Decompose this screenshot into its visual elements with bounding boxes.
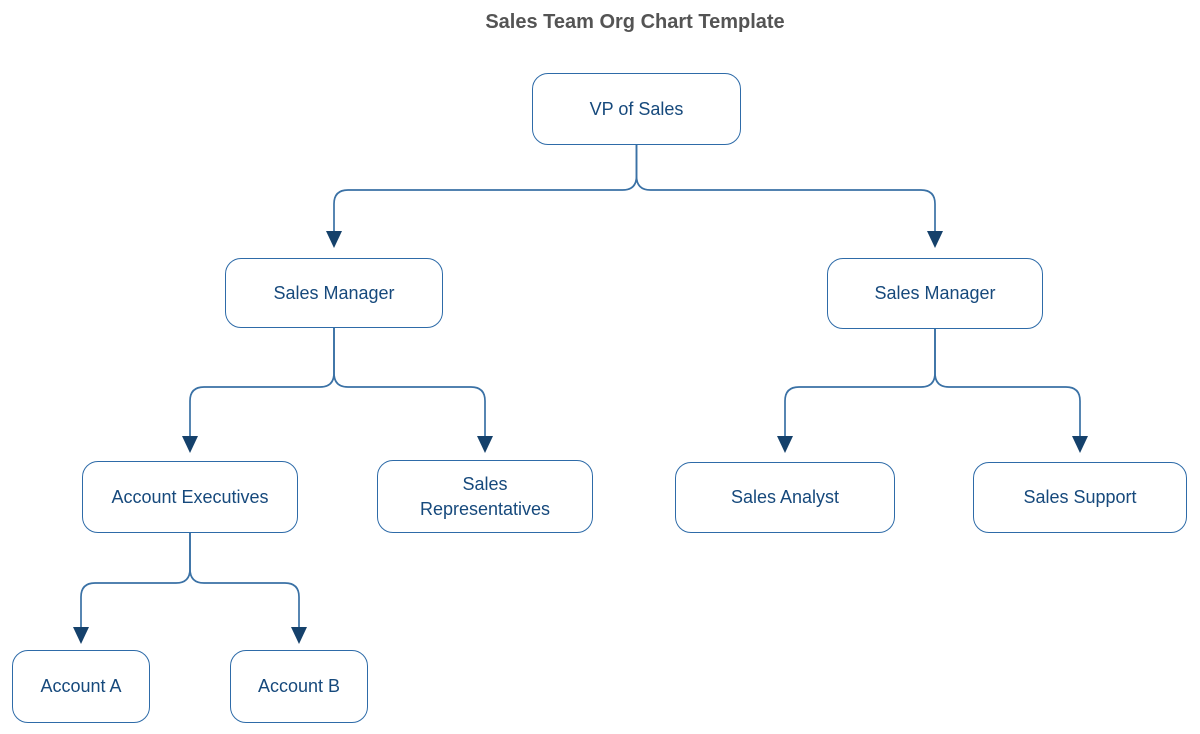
node-sales-support: Sales Support — [973, 462, 1187, 533]
node-label: Sales Representatives — [419, 473, 551, 519]
edge-account-executives-to-account-a — [80, 533, 191, 628]
node-account-a: Account A — [12, 650, 150, 723]
arrowhead-icon — [326, 231, 342, 248]
edge-sales-manager-left-to-account-executives — [189, 328, 335, 437]
node-account-b: Account B — [230, 650, 368, 723]
arrowhead-icon — [182, 436, 198, 453]
edge-account-executives-to-account-b — [189, 533, 300, 628]
node-label: Sales Analyst — [730, 487, 840, 507]
arrowhead-icon — [1072, 436, 1088, 453]
edge-vp-to-sales-manager-right — [635, 145, 936, 232]
node-label: Sales Support — [1023, 487, 1137, 507]
arrowhead-icon — [291, 627, 307, 644]
node-label: Account A — [40, 676, 122, 696]
node-label: Account B — [257, 676, 341, 696]
node-label: VP of Sales — [589, 98, 684, 119]
node-label: Account Executives — [111, 486, 269, 507]
edge-sales-manager-left-to-sales-representatives — [333, 328, 486, 437]
node-sales-manager-right: Sales Manager — [827, 258, 1043, 329]
arrowhead-icon — [477, 436, 493, 453]
node-label: Sales Manager — [874, 283, 996, 303]
edge-sales-manager-right-to-sales-support — [934, 329, 1081, 437]
node-sales-manager-left: Sales Manager — [225, 258, 443, 328]
arrowhead-icon — [777, 436, 793, 453]
node-label: Sales Manager — [273, 282, 395, 303]
arrowhead-icon — [73, 627, 89, 644]
node-account-executives: Account Executives — [82, 461, 298, 533]
arrowhead-icon — [927, 231, 943, 248]
edge-sales-manager-right-to-sales-analyst — [784, 329, 936, 437]
node-vp-of-sales: VP of Sales — [532, 73, 741, 145]
node-sales-representatives: Sales Representatives — [377, 460, 593, 533]
diagram-title: Sales Team Org Chart Template — [485, 11, 785, 33]
node-sales-analyst: Sales Analyst — [675, 462, 895, 533]
edge-vp-to-sales-manager-left — [333, 145, 638, 232]
